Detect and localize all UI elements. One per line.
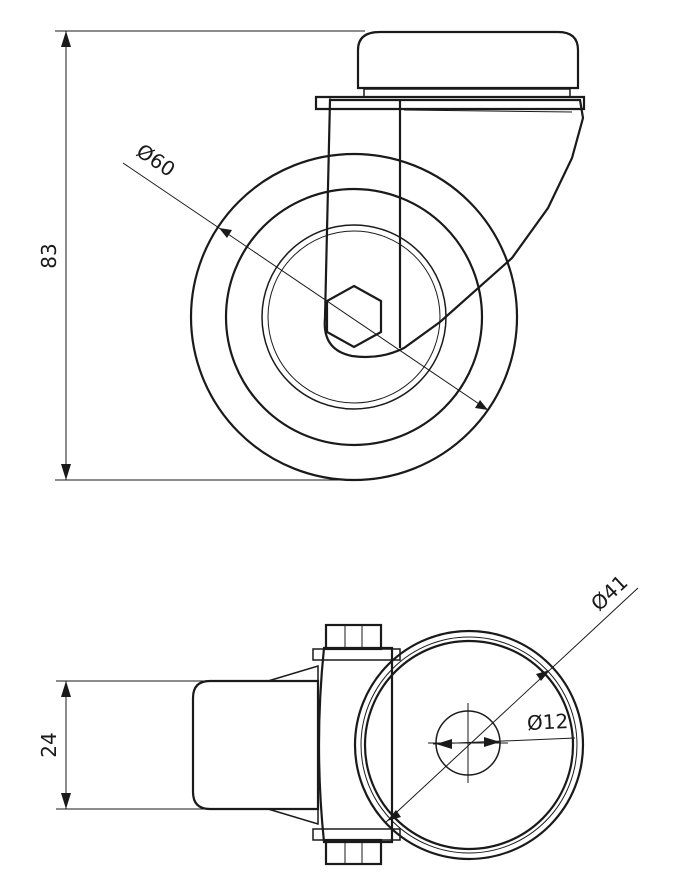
axle-diameter-dimension: Ø12: [432, 709, 576, 749]
width-dimension: 24: [37, 680, 210, 810]
washer-top: [312, 648, 401, 661]
fork-front-face: [403, 109, 573, 113]
bore-diameter-dimension: Ø41: [384, 570, 639, 824]
wheel-diameter-label: Ø60: [132, 139, 180, 182]
stem-neck: [363, 88, 571, 98]
side-view: [189, 30, 586, 482]
wheel-disc-ring: [360, 636, 578, 854]
top-plate: [314, 95, 586, 111]
bolt-cap: [356, 30, 580, 90]
tire-side-profile: [191, 679, 320, 811]
height-dimension-label: 83: [37, 243, 61, 268]
axle-diameter-label: Ø12: [526, 709, 568, 735]
width-dimension-label: 24: [37, 732, 61, 757]
wheel-diameter-dimension: Ø60: [122, 139, 489, 411]
front-view: [191, 623, 585, 866]
bore-diameter-label: Ø41: [586, 570, 633, 616]
fork-bracket: [323, 98, 585, 359]
nut-top: [324, 623, 383, 651]
axle-hex-nut: [325, 284, 383, 349]
wheel-disc-outer: [353, 629, 585, 861]
height-dimension: 83: [37, 30, 365, 481]
fork-arm-bottom: [267, 808, 319, 826]
washer-bottom: [312, 828, 401, 841]
wheel-hub-inner: [267, 230, 441, 404]
wheel-disc-inner: [363, 639, 575, 851]
wheel-tread-inner: [224, 187, 484, 447]
nut-bottom: [324, 838, 383, 866]
fork-body: [317, 646, 394, 844]
wheel-hub-outer: [261, 224, 447, 410]
wheel-outer-rim: [189, 152, 519, 482]
fork-arm-top: [267, 664, 319, 682]
